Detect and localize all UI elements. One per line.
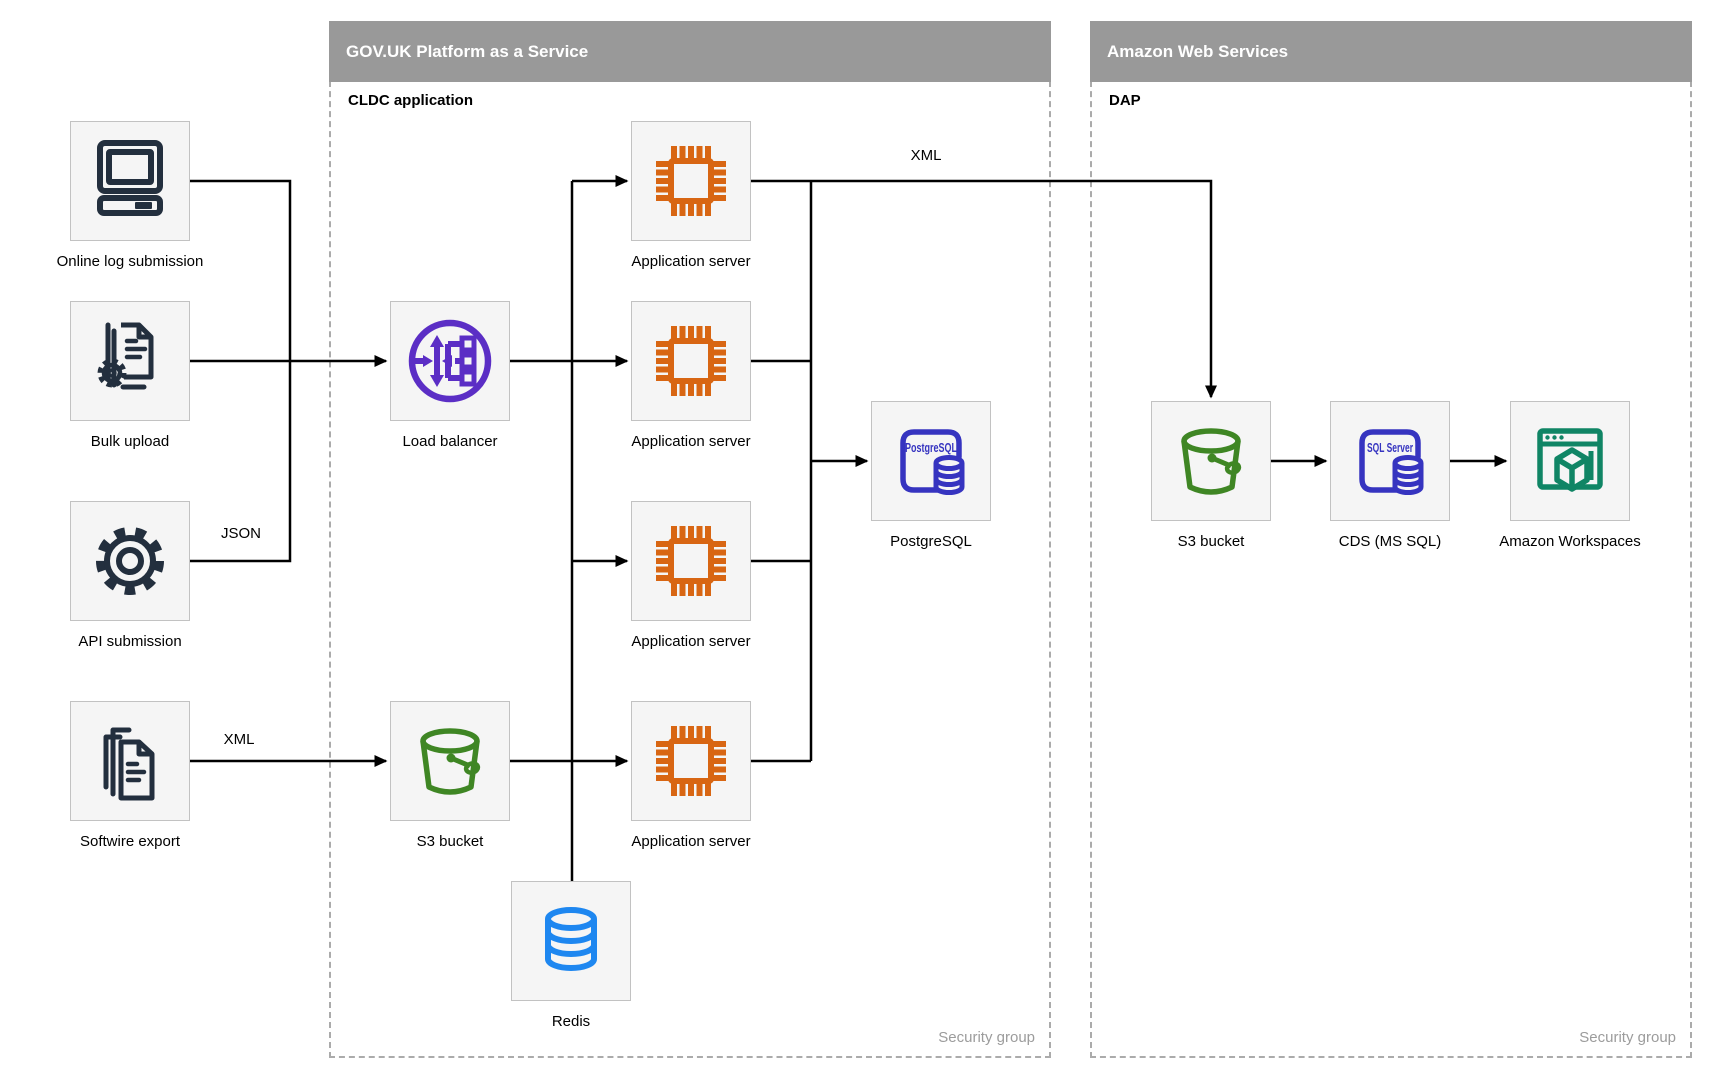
node-box	[511, 881, 631, 1001]
chip-icon	[656, 526, 726, 596]
edge-label-json: JSON	[220, 525, 261, 542]
node-box	[1510, 401, 1630, 521]
node-label: Redis	[551, 1013, 591, 1030]
node-label: Application server	[631, 433, 751, 450]
node-load-balancer: Load balancer	[390, 301, 510, 450]
node-box	[70, 701, 190, 821]
chip-icon	[656, 146, 726, 216]
documents-stack-icon	[103, 727, 155, 801]
security-group-label-paas: Security group	[938, 1029, 1035, 1046]
node-box	[1151, 401, 1271, 521]
cldc-application-label: CLDC application	[348, 92, 474, 109]
govuk-paas-header: GOV.UK Platform as a Service	[329, 21, 1051, 82]
node-amazon-workspaces: Amazon Workspaces	[1499, 401, 1641, 550]
computer-icon	[97, 140, 163, 216]
node-online-log-submission: Online log submission	[57, 121, 203, 270]
node-label: Softwire export	[79, 833, 181, 850]
security-group-label-aws: Security group	[1579, 1029, 1676, 1046]
node-postgresql: PostgreSQL PostgreSQL	[871, 401, 991, 550]
load-balancer-icon	[408, 319, 492, 403]
node-app-server-2: Application server	[631, 301, 751, 450]
dap-label: DAP	[1109, 92, 1141, 109]
node-box: PostgreSQL	[871, 401, 991, 521]
node-label: Application server	[631, 633, 751, 650]
postgresql-icon: PostgreSQL	[900, 429, 965, 495]
node-box	[631, 501, 751, 621]
sql-server-icon-text: SQL Server	[1367, 441, 1413, 455]
edge-label-xml-feed: XML	[910, 147, 942, 164]
node-bulk-upload: Bulk upload	[70, 301, 190, 450]
aws-title: Amazon Web Services	[1107, 42, 1289, 61]
node-box	[70, 501, 190, 621]
chip-icon	[656, 726, 726, 796]
node-app-server-1: Application server	[631, 121, 751, 270]
postgresql-icon-text: PostgreSQL	[905, 441, 957, 455]
node-label: Load balancer	[402, 433, 498, 450]
node-box	[390, 301, 510, 421]
s3-bucket-icon	[420, 728, 481, 795]
node-label: PostgreSQL	[890, 533, 972, 550]
node-box	[631, 701, 751, 821]
node-label: Amazon Workspaces	[1499, 533, 1641, 550]
node-label: S3 bucket	[1177, 533, 1245, 550]
s3-bucket-icon	[1181, 428, 1242, 495]
govuk-paas-title: GOV.UK Platform as a Service	[346, 42, 589, 61]
node-label: Online log submission	[56, 253, 204, 270]
chip-icon	[656, 326, 726, 396]
node-label: Application server	[631, 833, 751, 850]
redis-database-icon	[545, 907, 597, 971]
node-s3-bucket-aws: S3 bucket	[1151, 401, 1271, 550]
node-label: Application server	[631, 253, 751, 270]
node-label: S3 bucket	[416, 833, 484, 850]
sql-server-icon: SQL Server	[1359, 429, 1424, 495]
node-api-submission: API submission	[70, 501, 190, 650]
node-box	[631, 121, 751, 241]
node-cds-ms-sql: SQL Server CDS (MS SQL)	[1330, 401, 1450, 550]
edge-label-xml-export: XML	[223, 731, 255, 748]
node-box	[390, 701, 510, 821]
aws-container: Amazon Web Services DAP Security group	[1090, 21, 1692, 1058]
node-box: SQL Server	[1330, 401, 1450, 521]
aws-header: Amazon Web Services	[1090, 21, 1692, 82]
node-box	[631, 301, 751, 421]
node-label: API submission	[78, 633, 182, 650]
node-label: CDS (MS SQL)	[1338, 533, 1442, 550]
edge-online-log-and-api-junction	[190, 179, 292, 563]
node-label: Bulk upload	[90, 433, 170, 450]
node-s3-bucket-cldc: S3 bucket	[390, 701, 510, 850]
node-app-server-4: Application server	[631, 701, 751, 850]
document-gear-icon	[97, 322, 154, 390]
node-box	[70, 121, 190, 241]
amazon-workspaces-icon	[1537, 428, 1603, 492]
govuk-paas-container: GOV.UK Platform as a Service CLDC applic…	[329, 21, 1051, 1058]
node-box	[70, 301, 190, 421]
node-redis: Redis	[511, 881, 631, 1030]
gear-icon	[96, 527, 164, 595]
node-softwire-export: Softwire export	[70, 701, 190, 850]
node-app-server-3: Application server	[631, 501, 751, 650]
